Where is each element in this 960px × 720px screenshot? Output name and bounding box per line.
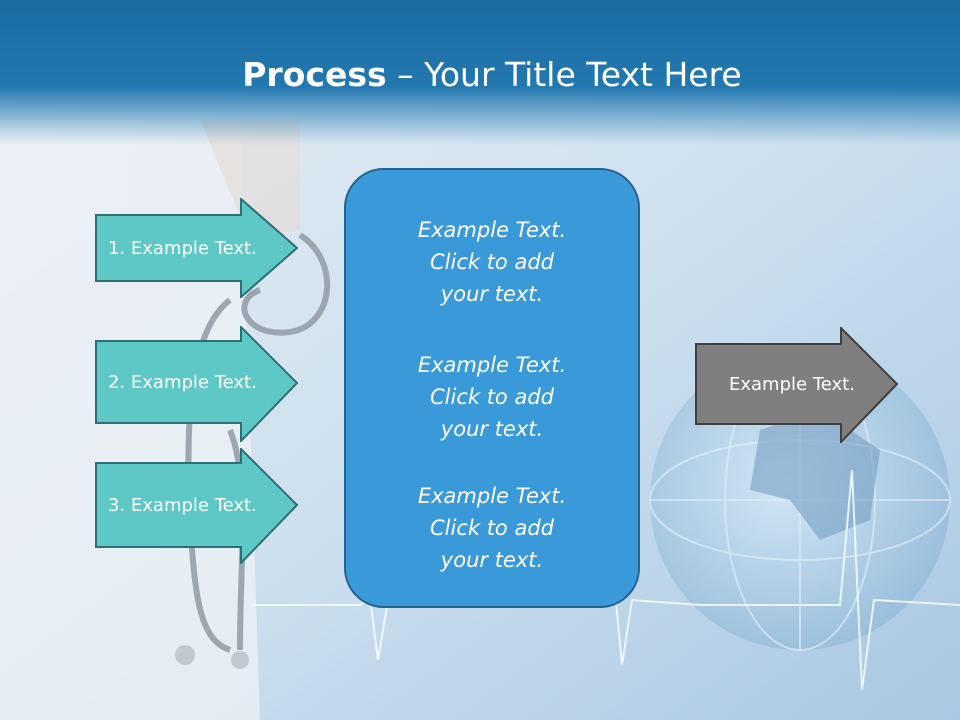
title-rest: – Your Title Text Here [386,55,742,94]
paragraph-line: Example Text. [417,218,567,242]
left-arrow-label: 3. Example Text. [108,494,257,516]
center-paragraph-1: Example Text. Click to add your text. [346,214,638,310]
paragraph-line: Example Text. [417,353,567,377]
left-arrow-2[interactable]: 2. Example Text. [95,324,300,444]
paragraph-line: Click to add [429,516,554,540]
right-arrow-shape-icon [695,325,899,445]
right-arrow-shape-icon [95,446,299,566]
left-arrow-3[interactable]: 3. Example Text. [95,446,300,566]
right-arrow-label: Example Text. [729,373,855,395]
left-arrow-label: 2. Example Text. [108,371,257,393]
paragraph-line: Click to add [429,385,554,409]
right-arrow[interactable]: Example Text. [695,325,900,445]
paragraph-line: your text. [440,417,544,441]
center-paragraph-3: Example Text. Click to add your text. [346,480,638,576]
left-arrow-label: 1. Example Text. [108,237,257,259]
paragraph-line: your text. [440,548,544,572]
heartbeat-line-icon [250,469,960,691]
center-text-box[interactable]: Example Text. Click to add your text. Ex… [344,168,640,608]
right-arrow-shape-icon [95,196,299,300]
left-arrow-1[interactable]: 1. Example Text. [95,196,300,300]
right-arrow-shape-icon [95,324,299,444]
title-bold: Process [242,55,387,94]
paragraph-line: your text. [440,282,544,306]
slide-title[interactable]: Process – Your Title Text Here [0,55,960,94]
paragraph-line: Click to add [429,250,554,274]
center-paragraph-2: Example Text. Click to add your text. [346,349,638,445]
paragraph-line: Example Text. [417,484,567,508]
